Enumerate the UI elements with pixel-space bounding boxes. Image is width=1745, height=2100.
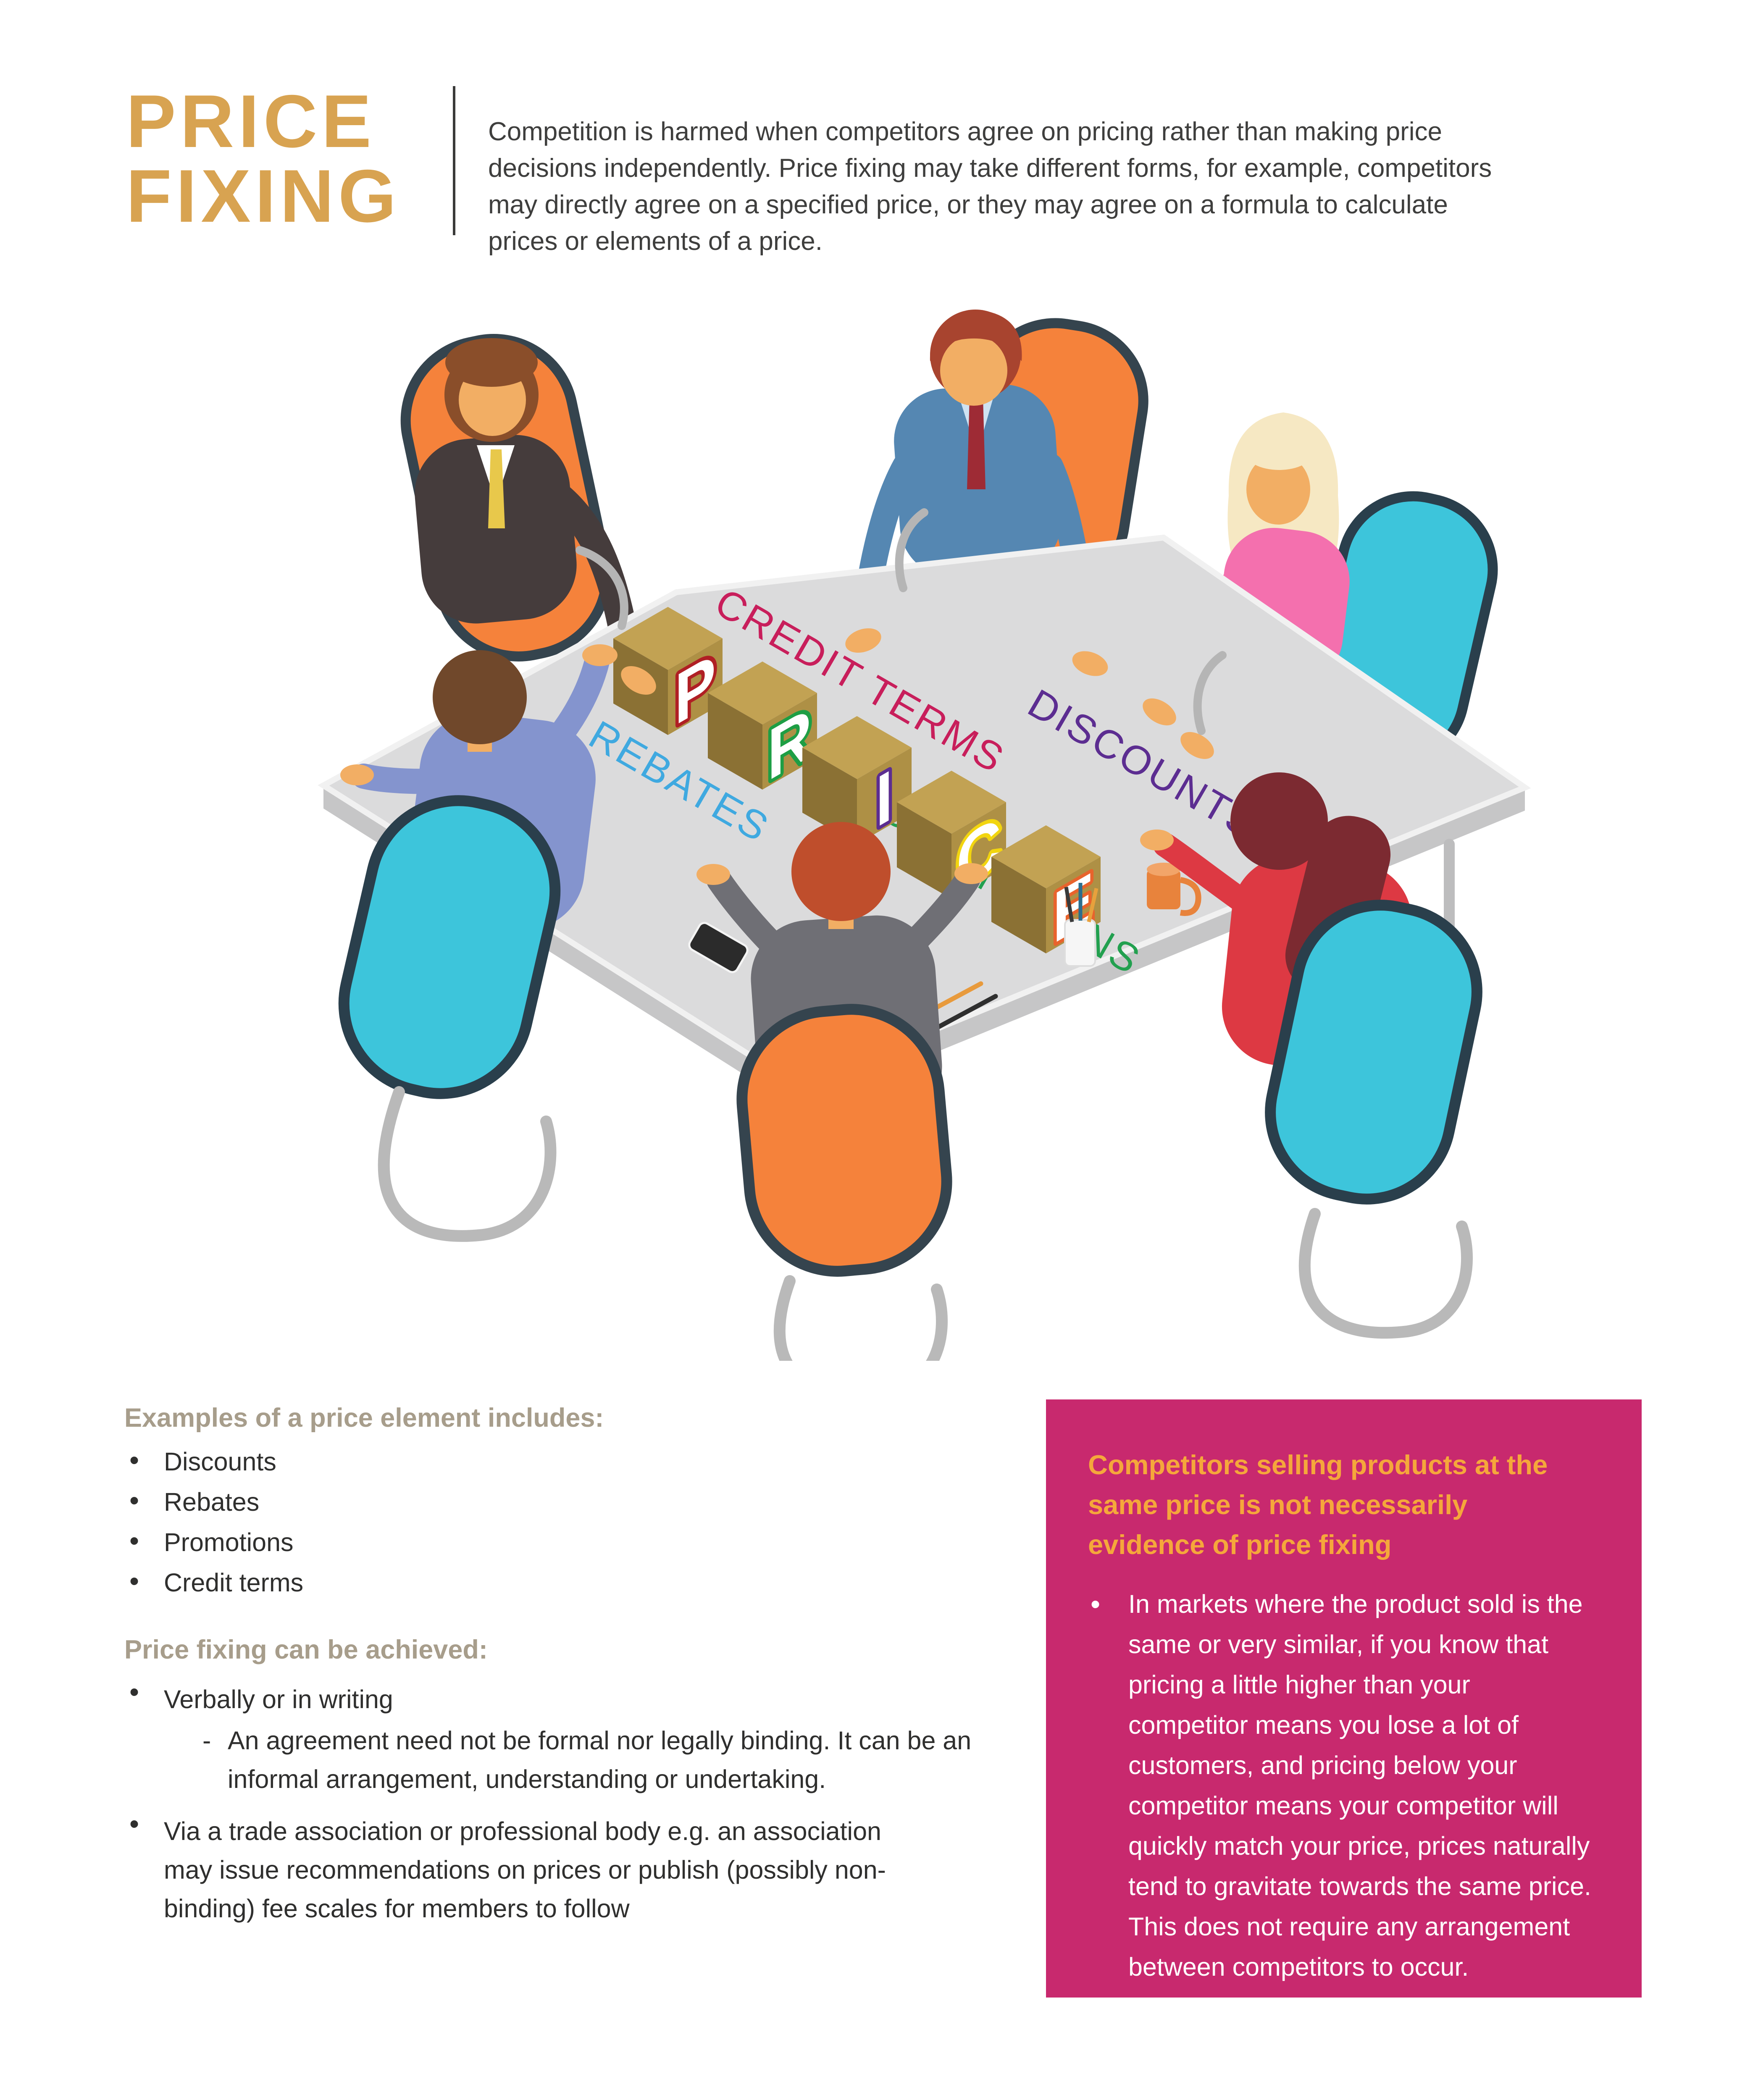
person-top-left — [400, 334, 640, 749]
hand — [1140, 830, 1174, 850]
pen-cup — [1064, 919, 1096, 967]
hand — [845, 628, 881, 653]
cantilever-frame — [773, 1275, 948, 1361]
cyan-chair — [338, 795, 561, 1099]
red-hair-back — [791, 822, 891, 921]
hair-fringe — [1245, 433, 1314, 470]
list-item: Via a trade association or professional … — [122, 1810, 1033, 1935]
hand — [696, 864, 730, 885]
hand — [340, 764, 374, 785]
armrest — [1193, 651, 1227, 735]
list-item-label: Rebates — [164, 1488, 260, 1516]
callout-box: Competitors selling products at the same… — [1046, 1399, 1642, 1998]
block-letter: I — [875, 754, 893, 844]
meeting-illustration-svg: CREDIT TERMS REBATES DISCOUNTS PROMOTION… — [318, 310, 1531, 1361]
armrest — [576, 546, 628, 630]
red-tie — [967, 397, 986, 489]
hand — [954, 863, 988, 884]
block-left — [708, 693, 762, 790]
maroon-hair — [1230, 772, 1328, 870]
callout-bullet-text: In markets where the product sold is the… — [1128, 1590, 1591, 1981]
examples-list: Discounts Rebates Promotions Credit term… — [122, 1446, 1033, 1597]
list-item-label: Via a trade association or professional … — [164, 1817, 886, 1923]
list-item-label: Credit terms — [164, 1568, 304, 1597]
title-line-1: PRICE — [126, 79, 376, 163]
achieved-list: Verbally or in writing An agreement need… — [122, 1678, 1033, 1935]
hand — [582, 644, 618, 666]
page-title: PRICE FIXING — [126, 84, 400, 234]
block-left — [802, 748, 857, 844]
cyan-chair — [1265, 900, 1482, 1205]
hair-swoosh — [930, 310, 1022, 361]
sub-list-item: An agreement need not be formal nor lega… — [164, 1721, 984, 1798]
cantilever-frame — [378, 1086, 557, 1242]
header-divider — [453, 86, 455, 235]
person-bottom-left — [338, 644, 618, 1099]
beard — [464, 428, 521, 442]
orange-chair — [736, 1004, 952, 1277]
person-bottom-middle — [696, 822, 988, 1277]
title-line-2: FIXING — [126, 154, 401, 238]
achieved-heading: Price fixing can be achieved: — [124, 1635, 488, 1664]
hair-top — [445, 338, 538, 387]
intro-paragraph: Competition is harmed when competitors a… — [488, 117, 1492, 256]
list-item-label: Verbally or in writing — [164, 1685, 393, 1714]
callout-heading: Competitors selling products at the same… — [1088, 1449, 1548, 1560]
list-item: Credit terms — [122, 1567, 1033, 1597]
table-items — [621, 628, 1214, 1032]
cantilever-frame — [1298, 1208, 1473, 1339]
block-left — [991, 857, 1046, 953]
list-item: Discounts — [122, 1446, 1033, 1476]
hand — [1180, 732, 1214, 759]
arm-left — [1153, 833, 1251, 911]
hand — [1143, 698, 1176, 726]
pen — [1064, 887, 1074, 922]
examples-heading: Examples of a price element includes: — [124, 1403, 604, 1433]
yellow-tie — [488, 449, 505, 528]
hand — [1072, 651, 1108, 676]
price-blocks: P R I C — [613, 607, 1101, 963]
list-item: Verbally or in writing An agreement need… — [122, 1678, 1033, 1798]
meeting-illustration: CREDIT TERMS REBATES DISCOUNTS PROMOTION… — [63, 260, 1575, 1361]
mug-handle — [1180, 877, 1201, 916]
brown-hair-back — [433, 650, 527, 744]
price-block-i: I — [802, 716, 912, 847]
hand — [621, 666, 656, 695]
list-item-label: Discounts — [164, 1447, 276, 1476]
callout-bullet: In markets where the product sold is the… — [1088, 1584, 1595, 1987]
chair-frames — [378, 508, 1473, 1361]
smartphone — [688, 921, 749, 974]
pen — [1087, 888, 1099, 922]
face — [1246, 454, 1310, 525]
list-item-label: Promotions — [164, 1528, 294, 1557]
list-item: Rebates — [122, 1487, 1033, 1516]
dark-suit — [415, 435, 577, 624]
block-left — [897, 802, 951, 899]
pen-on-table — [932, 994, 998, 1032]
list-item: Promotions — [122, 1527, 1033, 1557]
person-bottom-right — [1140, 772, 1482, 1205]
armrest — [895, 508, 928, 592]
coffee-mug — [1147, 869, 1180, 909]
text-column: Examples of a price element includes: Di… — [122, 1403, 1033, 1949]
face — [940, 335, 1007, 406]
mug-top — [1147, 863, 1180, 876]
